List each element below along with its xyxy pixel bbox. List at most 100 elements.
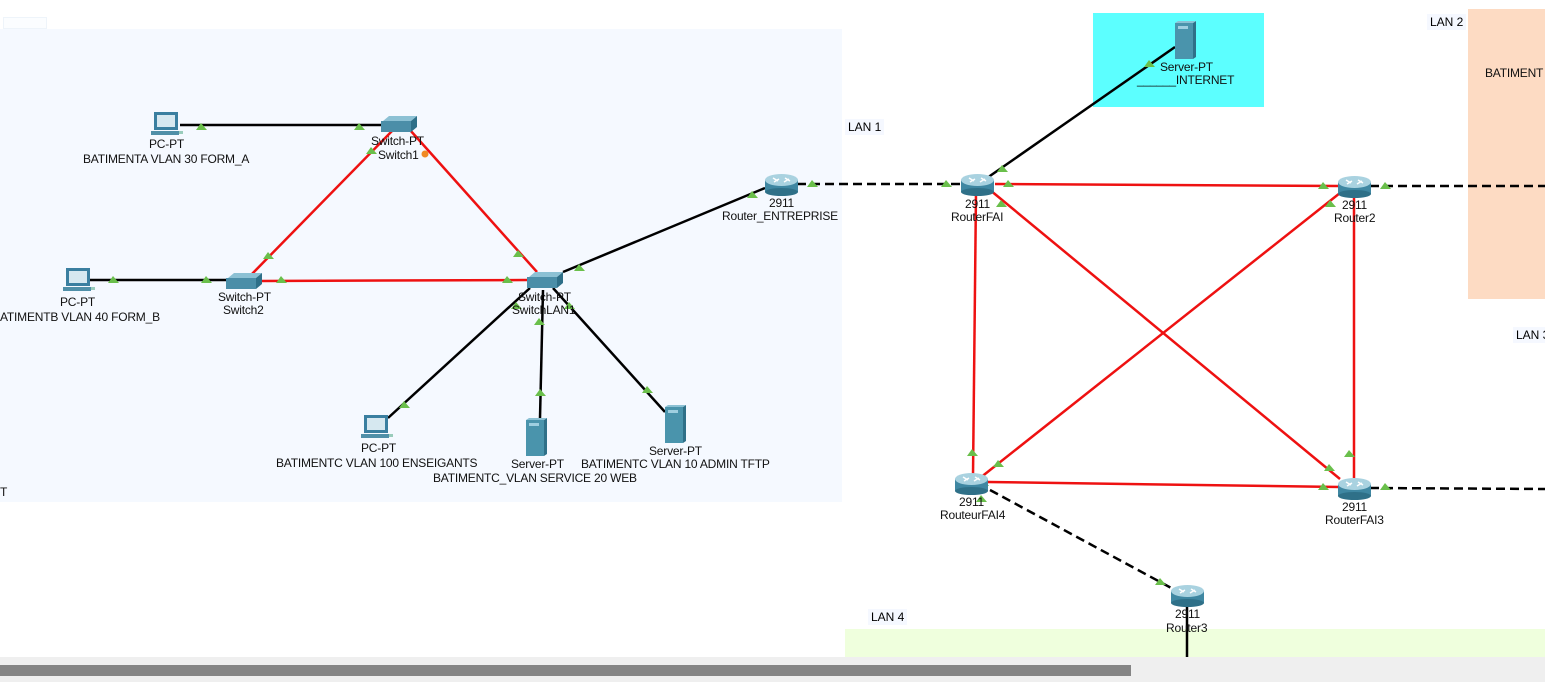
- port-up-icon: [1144, 60, 1155, 67]
- pc-c-model: PC-PT: [361, 441, 397, 455]
- switchlan1-model: Switch-PT: [518, 290, 571, 304]
- lan2-label: LAN 2: [1427, 14, 1467, 30]
- lan3-label: LAN 3: [1513, 327, 1545, 343]
- port-up-icon: [1318, 483, 1329, 490]
- router-device[interactable]: [1337, 477, 1373, 504]
- srv-tftp-name: BATIMENTC VLAN 10 ADMIN TFTP: [581, 457, 770, 471]
- pc-a-model: PC-PT: [149, 137, 185, 151]
- routeurfai4-name: RouteurFAI4: [940, 508, 1006, 522]
- link-switchlan1-srvweb[interactable]: [538, 289, 545, 419]
- port-up-icon: [807, 180, 818, 187]
- router-icon: [765, 174, 798, 196]
- server-device[interactable]: [524, 417, 550, 460]
- switch2-model: Switch-PT: [218, 290, 271, 304]
- port-up-icon: [996, 200, 1007, 207]
- link-switch1-switch2[interactable]: [249, 129, 394, 277]
- port-up-icon: [564, 302, 575, 309]
- port-up-icon: [1003, 180, 1014, 187]
- pc-device[interactable]: [62, 267, 96, 296]
- pc-icon: [151, 112, 183, 135]
- port-up-icon: [1324, 464, 1335, 471]
- switch1-model: Switch-PT: [371, 134, 424, 148]
- router3-name: Router3: [1166, 621, 1208, 635]
- port-up-icon: [1325, 200, 1336, 207]
- port-up-icon: [196, 123, 207, 130]
- link-router2-routeurfai4[interactable]: [979, 192, 1341, 479]
- link-switch2-switchlan1[interactable]: [261, 278, 528, 283]
- link-switch1-switchlan1[interactable]: [409, 129, 538, 273]
- routerfai3-model: 2911: [1342, 500, 1368, 514]
- server-icon: [526, 418, 547, 456]
- router-device[interactable]: [954, 472, 990, 499]
- routerfai-model: 2911: [965, 197, 991, 211]
- pc-a-name: BATIMENTA VLAN 30 FORM_A: [83, 152, 250, 166]
- switch-icon: [226, 273, 262, 289]
- switch1-name: Switch1: [378, 148, 419, 162]
- port-up-icon: [366, 147, 377, 154]
- lan1-label: LAN 1: [845, 119, 885, 135]
- router2-name: Router2: [1334, 211, 1376, 225]
- port-up-icon: [1344, 450, 1355, 457]
- link-switchlan1-pcc[interactable]: [387, 287, 531, 419]
- link-switchlan1-router-ent[interactable]: [562, 186, 766, 274]
- link-routeurfai4-routerfai3[interactable]: [987, 480, 1341, 489]
- horizontal-scrollbar-thumb[interactable]: [0, 665, 1131, 676]
- lan4-label: LAN 4: [868, 609, 908, 625]
- link-routerfai-internet[interactable]: [986, 45, 1176, 180]
- router3-model: 2911: [1175, 607, 1201, 621]
- pc-b-model: PC-PT: [60, 295, 96, 309]
- switch-device[interactable]: [224, 272, 264, 293]
- port-up-icon: [574, 264, 585, 271]
- router-device[interactable]: [1337, 175, 1373, 202]
- port-up-icon: [354, 123, 365, 130]
- link-routerfai-routerfai3[interactable]: [989, 189, 1341, 480]
- switch-icon: [527, 272, 563, 288]
- router-device[interactable]: [960, 173, 996, 200]
- link-routerfai-router2[interactable]: [994, 182, 1341, 188]
- router-ent-model: 2911: [769, 196, 795, 210]
- port-indicators: [108, 60, 1391, 585]
- router-ent-name: Router_ENTREPRISE: [722, 209, 838, 223]
- port-up-icon: [967, 449, 978, 456]
- port-up-icon: [276, 276, 287, 283]
- server-icon: [665, 405, 686, 443]
- router-icon: [1171, 585, 1204, 607]
- port-up-icon: [201, 276, 212, 283]
- srv-web-name: BATIMENTC_VLAN SERVICE 20 WEB: [433, 471, 637, 485]
- router2-model: 2911: [1342, 198, 1368, 212]
- pc-c-name: BATIMENTC VLAN 100 ENSEIGANTS: [276, 456, 478, 470]
- port-up-icon: [941, 180, 952, 187]
- link-routerfai3-right[interactable]: [1369, 486, 1545, 491]
- switch-device[interactable]: [525, 271, 565, 292]
- srv-internet-name: ______INTERNET: [1137, 73, 1235, 87]
- pc-icon: [63, 268, 95, 291]
- link-routerfai-routeurfai4[interactable]: [971, 191, 978, 477]
- port-up-icon: [513, 250, 524, 257]
- port-up-icon: [399, 401, 410, 408]
- switch-device[interactable]: [379, 115, 419, 136]
- srv-tftp-model: Server-PT: [649, 444, 702, 458]
- switchlan1-name: SwitchLAN1: [512, 303, 576, 317]
- server-device[interactable]: [663, 404, 689, 447]
- port-up-icon: [1380, 483, 1391, 490]
- switch2-name: Switch2: [223, 303, 264, 317]
- port-up-icon: [263, 252, 274, 259]
- port-up-icon: [1380, 182, 1391, 189]
- port-up-icon: [997, 165, 1008, 172]
- pc-device[interactable]: [360, 414, 394, 443]
- port-up-icon: [1155, 578, 1166, 585]
- small-note-box: [3, 17, 47, 29]
- router-device[interactable]: [764, 173, 800, 200]
- server-device[interactable]: [1173, 20, 1199, 63]
- router-device[interactable]: [1170, 584, 1206, 611]
- pc-device[interactable]: [150, 111, 184, 140]
- router-icon: [1338, 478, 1371, 500]
- switch-icon: [381, 116, 417, 132]
- port-up-icon: [1318, 182, 1329, 189]
- lan2-area: [1468, 9, 1545, 299]
- link-routeurfai4-router3[interactable]: [989, 488, 1176, 592]
- router-icon: [955, 473, 988, 495]
- port-up-icon: [976, 495, 987, 502]
- srv-internet-model: Server-PT: [1160, 60, 1213, 74]
- port-up-icon: [108, 276, 119, 283]
